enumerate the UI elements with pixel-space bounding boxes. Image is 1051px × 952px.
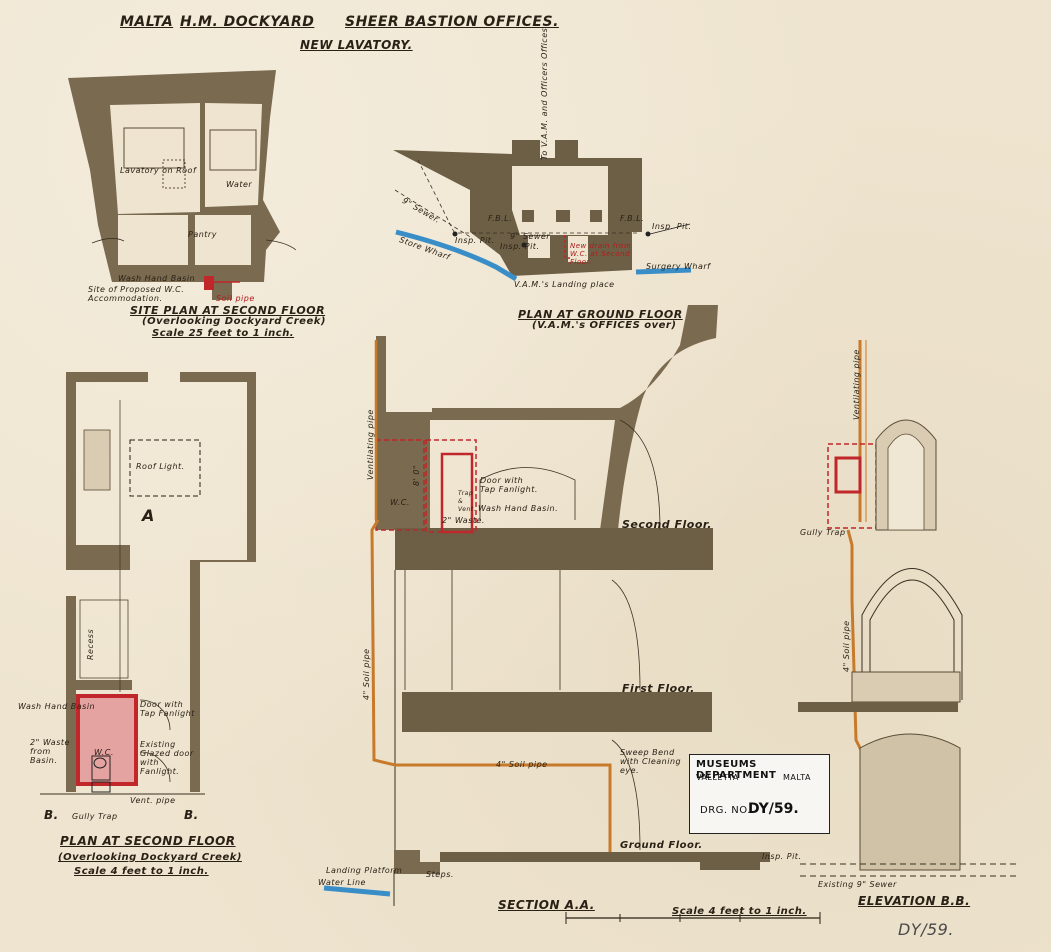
header-yard: H.M. DOCKYARD bbox=[180, 14, 315, 30]
ground-sewer2-label: 9" Sewer bbox=[510, 232, 551, 241]
site-plan-scale: Scale 25 feet to 1 inch. bbox=[152, 328, 295, 339]
ground-vam-label: To V.A.M. and Officers Offices bbox=[540, 27, 549, 160]
plan-recess-label: Recess bbox=[86, 628, 95, 660]
elevation-sewer-label: Existing 9" Sewer bbox=[818, 880, 897, 889]
plan-vent-label: Vent. pipe bbox=[130, 796, 176, 805]
section-first-floor-label: First Floor. bbox=[622, 682, 695, 695]
section-steps-label: Steps. bbox=[426, 870, 454, 879]
elevation-title: ELEVATION B.B. bbox=[858, 894, 971, 908]
site-pipe-label: Soil pipe bbox=[216, 294, 255, 303]
section-soil-h-label: 4" Soil pipe bbox=[496, 760, 548, 769]
stamp-city: VALLETTA bbox=[696, 773, 739, 782]
plan-roof-light-label: Roof Light. bbox=[136, 462, 185, 471]
section-height-label: 8' 0" bbox=[412, 464, 421, 486]
elevation-vent-label: Ventilating pipe bbox=[852, 349, 861, 420]
ground-new-drain-label: New drain from W.C. at Second Floor. bbox=[570, 242, 632, 266]
section-basin-label: Wash Hand Basin. bbox=[478, 504, 559, 513]
section-waste-label: 2" Waste. bbox=[442, 516, 485, 525]
plan-existing-label: Existing Glazed door with Fanlight. bbox=[140, 740, 194, 776]
plan-b-left: B. bbox=[44, 808, 59, 822]
section-drawing bbox=[323, 305, 770, 906]
stamp-drg-label: DRG. NO. bbox=[700, 805, 751, 816]
section-scale: Scale 4 feet to 1 inch. bbox=[672, 906, 807, 917]
second-plan-scale: Scale 4 feet to 1 inch. bbox=[74, 866, 209, 877]
section-soil-label: 4" Soil pipe bbox=[362, 648, 371, 700]
site-lavatory-label: Lavatory on Roof bbox=[120, 166, 197, 175]
elevation-soil-label: 4" Soil pipe bbox=[842, 620, 851, 672]
plan-gully-label: Gully Trap bbox=[72, 812, 118, 821]
second-plan-subtitle: (Overlooking Dockyard Creek) bbox=[58, 852, 242, 863]
section-second-floor-label: Second Floor. bbox=[622, 518, 712, 531]
section-water-label: Water Line bbox=[318, 878, 366, 887]
elevation-gully-label: Gully Trap bbox=[800, 528, 846, 537]
plan-a-mark: A bbox=[142, 506, 155, 525]
ground-insp2-label: Insp. Pit. bbox=[500, 242, 540, 251]
ground-plan-subtitle: (V.A.M.'s OFFICES over) bbox=[532, 320, 677, 331]
section-trap-label: Trap & Vent. bbox=[458, 490, 477, 513]
plan-waste-label: 2" Waste from Basin. bbox=[30, 738, 70, 765]
section-ground-floor-label: Ground Floor. bbox=[620, 840, 703, 851]
ground-insp3-label: Insp. Pit. bbox=[652, 222, 692, 231]
site-plan-subtitle: (Overlooking Dockyard Creek) bbox=[142, 316, 326, 327]
section-bend-label: Sweep Bend with Cleaning eye. bbox=[620, 748, 682, 775]
site-plan-drawing bbox=[68, 70, 297, 300]
site-water-label: Water bbox=[226, 180, 253, 189]
ground-insp1-label: Insp. Pit. bbox=[455, 236, 495, 245]
ground-fbl2-label: F.B.L. bbox=[620, 214, 645, 223]
site-plan-title: SITE PLAN AT SECOND FLOOR bbox=[130, 304, 326, 317]
stamp-department: MUSEUMS DEPARTMENT bbox=[696, 759, 777, 781]
header-subject: NEW LAVATORY. bbox=[300, 38, 413, 52]
plan-wc-label: W.C. bbox=[94, 748, 114, 757]
section-door-label: Door with Tap Fanlight. bbox=[480, 476, 538, 494]
ground-fbl1-label: F.B.L. bbox=[488, 214, 513, 223]
plan-basin-label: Wash Hand Basin bbox=[18, 702, 96, 711]
ground-plan-title: PLAN AT GROUND FLOOR bbox=[518, 308, 683, 321]
stamp-country: MALTA bbox=[783, 773, 811, 782]
second-plan-title: PLAN AT SECOND FLOOR bbox=[60, 834, 236, 848]
section-landing-label: Landing Platform bbox=[326, 866, 403, 875]
section-vent-label: Ventilating pipe bbox=[366, 409, 375, 480]
site-basin-label: Wash Hand Basin bbox=[118, 274, 196, 283]
header-building: SHEER BASTION OFFICES. bbox=[345, 14, 559, 30]
ground-surgery-label: Surgery Wharf bbox=[646, 262, 711, 271]
scale-bar bbox=[565, 912, 821, 924]
section-wc-label: W.C. bbox=[390, 498, 410, 507]
second-plan-drawing bbox=[40, 372, 256, 795]
section-insp-label: Insp. Pit. bbox=[762, 852, 802, 861]
header-place: MALTA bbox=[120, 14, 174, 30]
stamp-drg-number: DY/59. bbox=[748, 801, 799, 817]
site-proposed-label: Site of Proposed W.C. Accommodation. bbox=[88, 285, 185, 303]
elevation-drawing bbox=[798, 340, 1016, 877]
museum-stamp: MUSEUMS DEPARTMENT VALLETTA MALTA DRG. N… bbox=[689, 754, 830, 834]
ground-landing-label: V.A.M.'s Landing place bbox=[514, 280, 615, 289]
plan-b-right: B. bbox=[184, 808, 199, 822]
plan-door-label: Door with Tap Fanlight bbox=[140, 700, 195, 718]
ground-plan-drawing bbox=[393, 140, 692, 282]
section-title: SECTION A.A. bbox=[498, 898, 595, 912]
archive-number: DY/59. bbox=[898, 920, 954, 939]
site-pantry-label: Pantry bbox=[188, 230, 217, 239]
